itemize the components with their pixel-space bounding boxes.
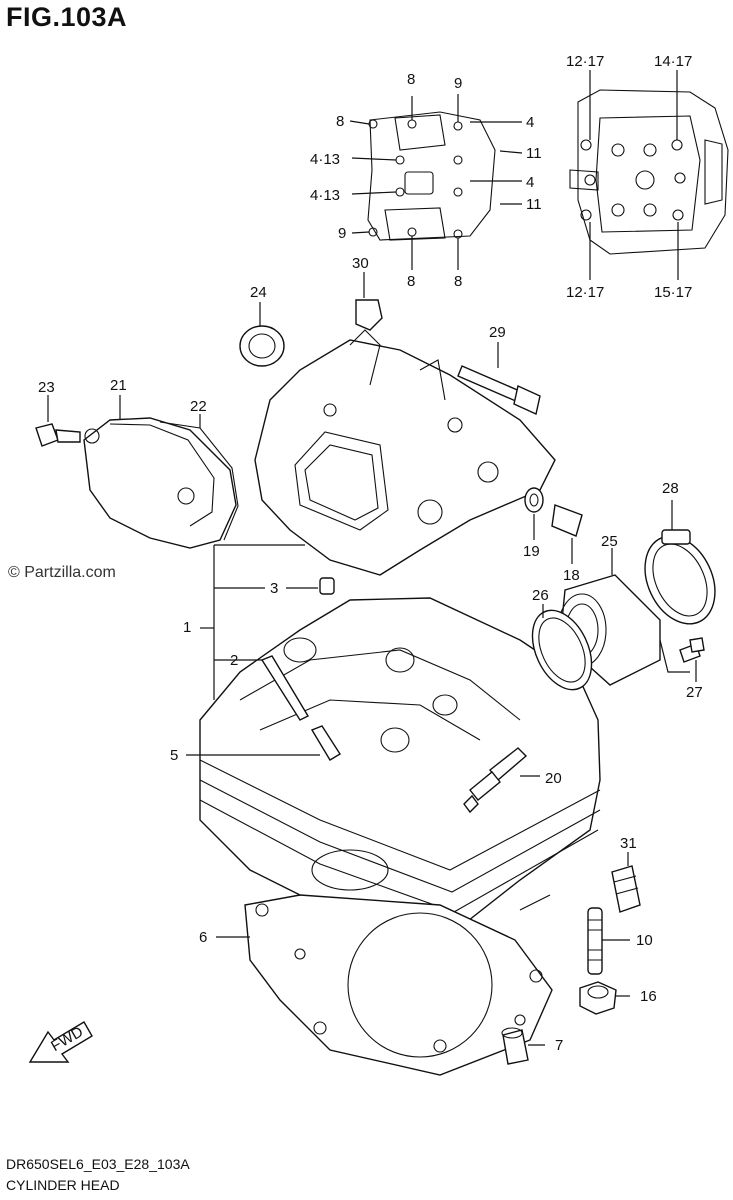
- callout: 11: [526, 196, 542, 213]
- stud-10: [587, 907, 630, 975]
- callout: 28: [662, 480, 679, 497]
- bolt-29: [457, 342, 541, 415]
- callout-labels: 1 2 3 4 4 4·13 4·13 5 6 7 8 8 8 8 8 9 9 …: [38, 53, 703, 1054]
- callout: 14·17: [654, 53, 692, 70]
- spark-plug-20: [463, 747, 540, 814]
- callout: 1: [183, 619, 191, 636]
- head-bolt-pattern: [569, 70, 729, 280]
- callout: 6: [199, 929, 207, 946]
- callout: 4·13: [310, 187, 340, 204]
- cylinder-head-cover: [83, 417, 239, 549]
- figure-title: FIG.103A: [6, 2, 128, 32]
- callout: 3: [270, 580, 278, 597]
- callout: 26: [532, 587, 549, 604]
- bolt-18: [551, 504, 583, 564]
- callout: 8: [407, 273, 415, 290]
- callout: 16: [640, 988, 657, 1005]
- diagram-name: CYLINDER HEAD: [6, 1177, 120, 1193]
- callout: 30: [352, 255, 369, 272]
- callout: 12·17: [566, 284, 604, 301]
- callout: 22: [190, 398, 207, 415]
- cap-30: [355, 272, 383, 331]
- callout: 5: [170, 747, 178, 764]
- callout: 9: [338, 225, 346, 242]
- bolt-23: [35, 395, 81, 447]
- fwd-arrow-icon: FWD: [28, 1021, 93, 1063]
- callout: 21: [110, 377, 127, 394]
- callout: 2: [230, 652, 238, 669]
- callout: 8: [454, 273, 462, 290]
- callout: 23: [38, 379, 55, 396]
- callout: 27: [686, 684, 703, 701]
- callout: 4: [526, 174, 534, 191]
- callout: 9: [454, 75, 462, 92]
- callout: 19: [523, 543, 540, 560]
- nut-16: [579, 981, 630, 1015]
- pin-3: [286, 577, 335, 595]
- seal-24: [239, 302, 285, 367]
- callout: 20: [545, 770, 562, 787]
- cap-31: [611, 852, 641, 913]
- clamp-28: [644, 500, 716, 625]
- washer-19: [524, 487, 544, 540]
- callout: 15·17: [654, 284, 692, 301]
- callout: 25: [601, 533, 618, 550]
- callout: 31: [620, 835, 637, 852]
- cam-housing: [254, 329, 556, 576]
- callout: 24: [250, 284, 267, 301]
- dowel-7: [501, 1027, 545, 1065]
- cylinder-head: [199, 597, 601, 946]
- cover-bolt-pattern: [349, 94, 523, 270]
- callout: 8: [407, 71, 415, 88]
- callout: 8: [336, 113, 344, 130]
- diagram-code: DR650SEL6_E03_E28_103A: [6, 1156, 190, 1172]
- callout: 4: [526, 114, 534, 131]
- bolt-27: [659, 637, 705, 682]
- watermark: © Partzilla.com: [8, 564, 116, 581]
- callout: 4·13: [310, 151, 340, 168]
- o-ring-26: [531, 604, 593, 691]
- valve-parts: [186, 655, 341, 761]
- callout: 12·17: [566, 53, 604, 70]
- callout: 18: [563, 567, 580, 584]
- callout: 10: [636, 932, 653, 949]
- callout: 29: [489, 324, 506, 341]
- callout: 11: [526, 145, 542, 162]
- callout: 7: [555, 1037, 563, 1054]
- head-gasket-6: [216, 894, 553, 1076]
